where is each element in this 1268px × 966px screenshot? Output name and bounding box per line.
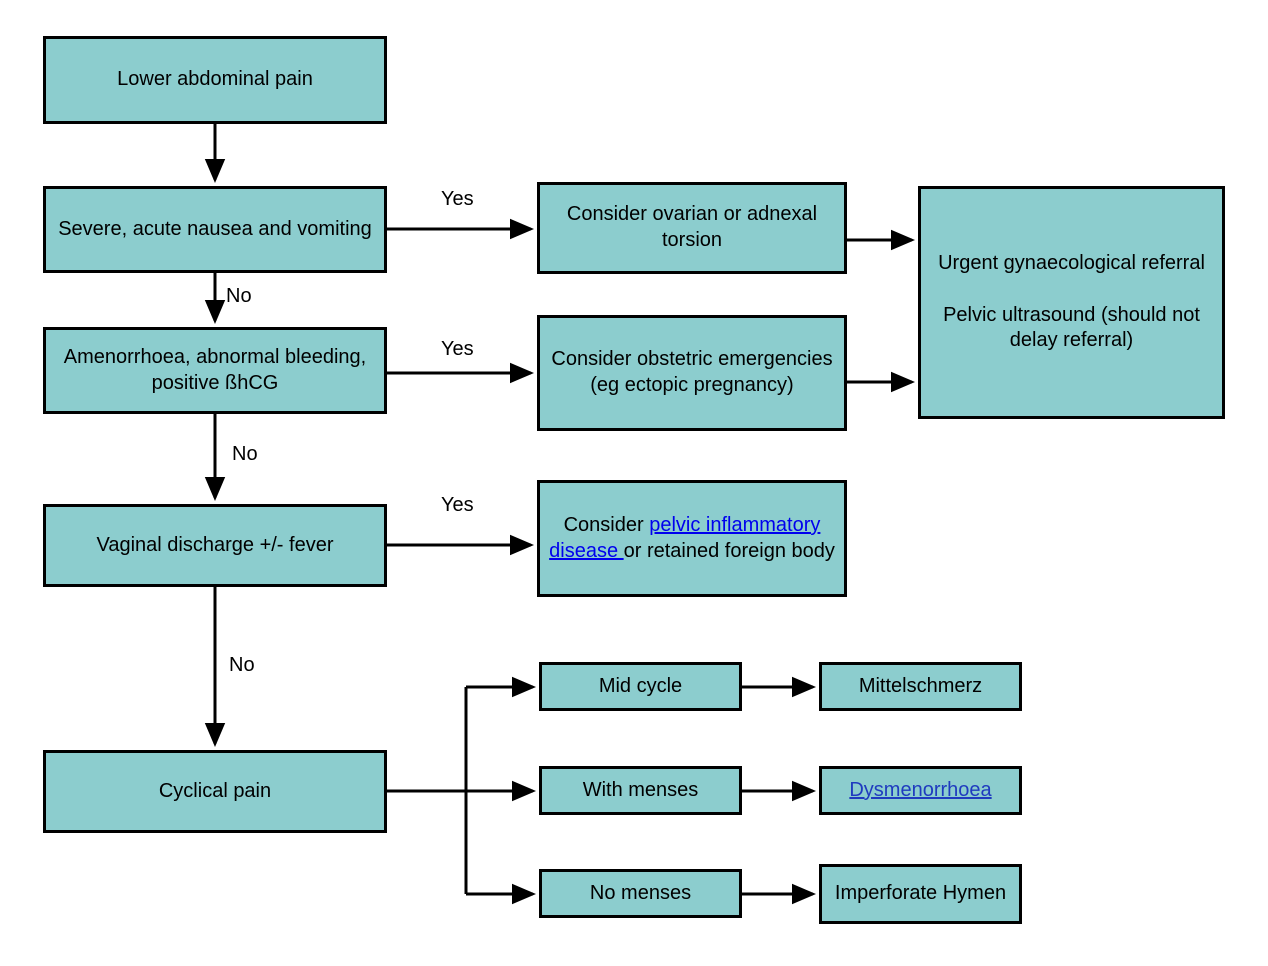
- dysmenorrhoea-link[interactable]: Dysmenorrhoea: [849, 778, 992, 801]
- node-label: Lower abdominal pain: [117, 68, 313, 91]
- node-label: Amenorrhoea, abnormal bleeding, positive…: [63, 345, 367, 394]
- node-label: Mittelschmerz: [858, 674, 983, 697]
- node-severe-nausea-vomiting[interactable]: Severe, acute nausea and vomiting: [43, 186, 387, 273]
- edge-label-no-amenorrhoea: No: [232, 443, 258, 465]
- node-amenorrhoea-abnormal-bleeding[interactable]: Amenorrhoea, abnormal bleeding, positive…: [43, 327, 387, 414]
- pid-suffix-text: or retained foreign body: [623, 539, 835, 562]
- node-with-menses[interactable]: With menses: [539, 766, 742, 815]
- node-label: Imperforate Hymen: [834, 882, 1007, 905]
- node-label: Severe, acute nausea and vomiting: [58, 217, 372, 240]
- node-mid-cycle[interactable]: Mid cycle: [539, 662, 742, 711]
- node-label: Mid cycle: [598, 674, 683, 697]
- node-label: Cyclical pain: [158, 779, 272, 802]
- edge-label-no-nausea: No: [226, 285, 252, 307]
- node-vaginal-discharge-fever[interactable]: Vaginal discharge +/- fever: [43, 504, 387, 587]
- node-consider-obstetric-emergencies[interactable]: Consider obstetric emergencies (eg ectop…: [537, 315, 847, 431]
- node-label-composite: Consider pelvic inflammatory disease or …: [546, 513, 838, 564]
- node-imperforate-hymen[interactable]: Imperforate Hymen: [819, 864, 1022, 924]
- pelvic-inflammatory-disease-link[interactable]: pelvic inflammatory disease: [549, 513, 821, 562]
- node-mittelschmerz[interactable]: Mittelschmerz: [819, 662, 1022, 711]
- node-label: No menses: [589, 881, 692, 904]
- pid-prefix-text: Consider: [563, 513, 650, 536]
- edge-label-yes-nausea: Yes: [441, 188, 474, 210]
- node-no-menses[interactable]: No menses: [539, 869, 742, 918]
- node-label: With menses: [582, 778, 699, 801]
- node-label: Consider obstetric emergencies (eg ectop…: [551, 348, 833, 396]
- edge-label-no-discharge: No: [229, 654, 255, 676]
- edge-label-yes-amenorrhoea: Yes: [441, 338, 474, 360]
- edge-label-yes-discharge: Yes: [441, 494, 474, 516]
- node-label: Vaginal discharge +/- fever: [96, 533, 334, 556]
- urgent-referral-line-2: Pelvic ultrasound (should not delay refe…: [943, 303, 1200, 352]
- node-label: Consider ovarian or adnexal torsion: [566, 203, 818, 251]
- node-consider-pelvic-inflammatory-disease[interactable]: Consider pelvic inflammatory disease or …: [537, 480, 847, 597]
- node-lower-abdominal-pain[interactable]: Lower abdominal pain: [43, 36, 387, 124]
- urgent-referral-line-1: Urgent gynaecological referral: [938, 252, 1205, 275]
- node-cyclical-pain[interactable]: Cyclical pain: [43, 750, 387, 833]
- node-dysmenorrhoea[interactable]: Dysmenorrhoea: [819, 766, 1022, 815]
- node-consider-ovarian-adnexal-torsion[interactable]: Consider ovarian or adnexal torsion: [537, 182, 847, 274]
